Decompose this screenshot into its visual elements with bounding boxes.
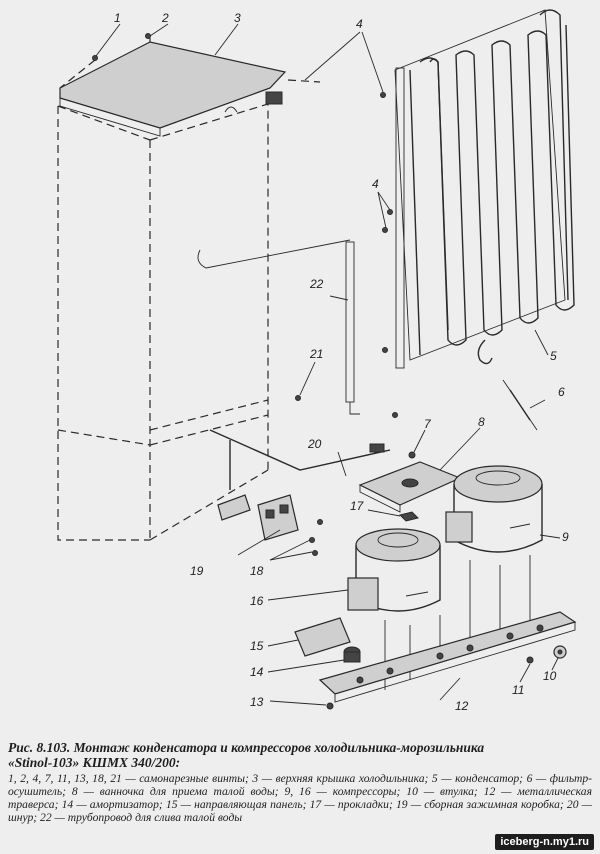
filter-drier <box>502 379 546 431</box>
drain-pipe <box>197 239 360 415</box>
callout-7: 7 <box>424 417 432 431</box>
hinge-block <box>265 91 283 105</box>
callout-13: 13 <box>250 695 264 709</box>
callout-11: 11 <box>512 683 524 697</box>
callout-16: 16 <box>250 594 264 608</box>
callout-9: 9 <box>562 530 569 544</box>
callout-2: 2 <box>161 11 169 25</box>
callout-18: 18 <box>250 564 264 578</box>
callout-4b: 4 <box>372 177 379 191</box>
callout-14: 14 <box>250 665 264 679</box>
power-cord <box>209 429 391 490</box>
callout-17: 17 <box>350 499 365 513</box>
caption-legend: 1, 2, 4, 7, 11, 13, 18, 21 — самонарезны… <box>8 772 592 824</box>
callout-1: 1 <box>114 11 121 25</box>
callout-12: 12 <box>455 699 469 713</box>
refrigerator-cabinet <box>57 41 287 541</box>
guide-panel <box>267 617 351 657</box>
terminal-box <box>217 494 299 556</box>
callout-21: 21 <box>309 347 323 361</box>
callout-19: 19 <box>190 564 204 578</box>
defrost-tray <box>358 427 481 513</box>
shock-absorber <box>267 646 361 673</box>
callout-15: 15 <box>250 639 264 653</box>
compressor-9 <box>445 465 561 553</box>
condenser-coil <box>394 9 575 369</box>
callout-5: 5 <box>550 349 557 363</box>
assembly-diagram: 1 2 3 4 4 5 6 7 8 9 10 11 12 13 14 15 16… <box>57 9 577 713</box>
compressor-16 <box>267 528 441 612</box>
callout-8: 8 <box>478 415 485 429</box>
caption-title-line1: Рис. 8.103. Монтаж конденсатора и компре… <box>8 740 485 755</box>
caption-title-line2: «Stinol-103» КШМХ 340/200: <box>8 755 181 770</box>
site-watermark: iceberg-n.my1.ru <box>495 834 594 850</box>
callout-4a: 4 <box>356 17 363 31</box>
callout-22: 22 <box>309 277 324 291</box>
caption-title: Рис. 8.103. Монтаж конденсатора и компре… <box>8 740 592 770</box>
figure-caption: Рис. 8.103. Монтаж конденсатора и компре… <box>8 740 592 850</box>
metal-crossbar <box>318 611 577 703</box>
callout-3: 3 <box>234 11 241 25</box>
callout-10: 10 <box>543 669 557 683</box>
callout-20: 20 <box>307 437 322 451</box>
mounting-guides <box>384 555 531 690</box>
callout-6: 6 <box>558 385 565 399</box>
top-cover <box>59 41 287 129</box>
